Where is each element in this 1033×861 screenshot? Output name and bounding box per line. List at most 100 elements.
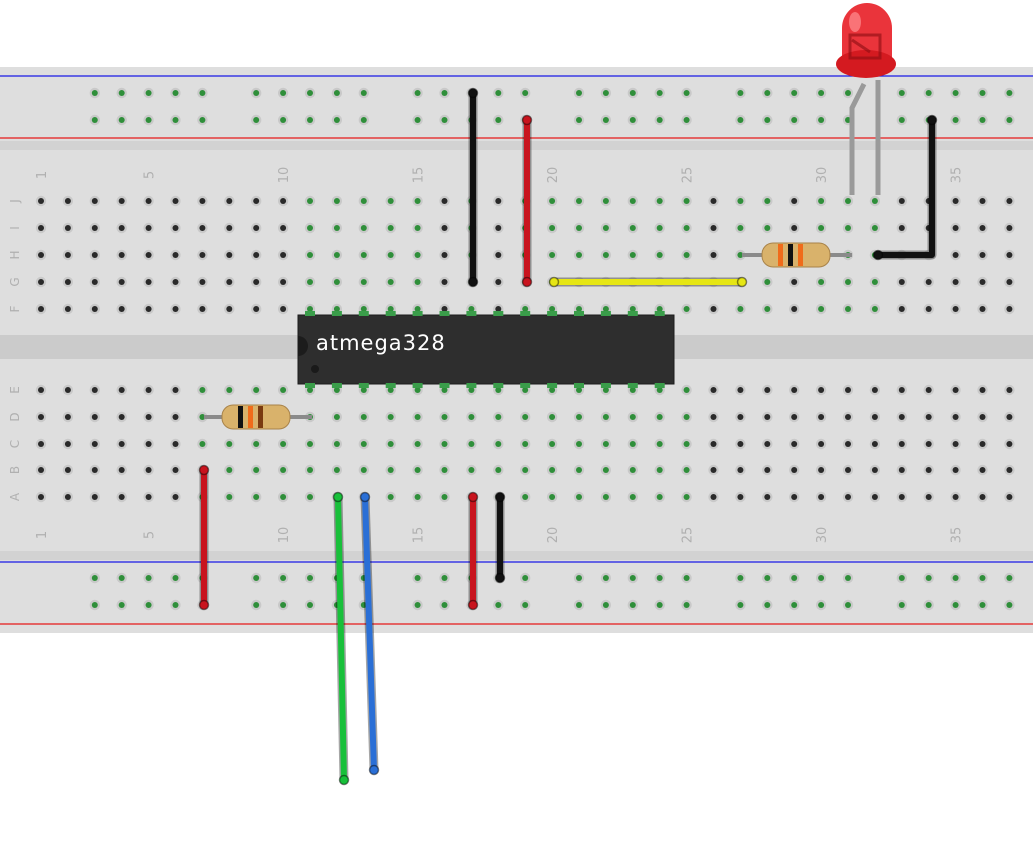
hole xyxy=(495,252,502,258)
hole xyxy=(64,279,71,285)
wire-end xyxy=(494,491,506,503)
hole xyxy=(979,306,986,312)
hole xyxy=(91,252,98,258)
hole xyxy=(495,414,502,420)
hole xyxy=(280,441,287,447)
hole xyxy=(656,306,663,312)
hole xyxy=(925,414,932,420)
hole xyxy=(253,198,260,204)
chip-pin xyxy=(385,383,396,388)
hole xyxy=(576,198,582,204)
resistor-bottom-band xyxy=(248,406,253,428)
hole xyxy=(764,306,771,312)
hole xyxy=(253,306,260,312)
hole xyxy=(145,90,152,96)
hole xyxy=(576,252,582,258)
hole xyxy=(602,387,609,393)
hole xyxy=(898,602,905,608)
hole xyxy=(360,117,367,123)
hole xyxy=(253,602,260,608)
hole xyxy=(764,198,771,204)
resistor-bottom-band xyxy=(258,406,263,428)
hole xyxy=(1006,494,1013,500)
hole xyxy=(576,387,582,393)
row-label: H xyxy=(8,250,22,259)
hole xyxy=(549,441,556,447)
hole xyxy=(64,198,71,204)
hole xyxy=(172,602,179,608)
hole xyxy=(871,198,878,204)
hole xyxy=(979,467,986,473)
hole xyxy=(495,117,502,123)
chip-label: atmega328 xyxy=(316,331,446,355)
hole xyxy=(414,414,421,420)
row-label: G xyxy=(8,277,22,286)
hole xyxy=(307,279,313,285)
hole xyxy=(656,117,663,123)
hole xyxy=(898,225,905,231)
hole xyxy=(360,225,367,231)
hole xyxy=(925,575,932,581)
hole xyxy=(952,387,959,393)
hole xyxy=(845,387,851,393)
hole xyxy=(172,279,179,285)
row-label: B xyxy=(8,466,22,474)
hole xyxy=(791,279,798,285)
hole xyxy=(226,252,233,258)
hole xyxy=(91,90,98,96)
hole xyxy=(118,279,125,285)
hole xyxy=(253,225,260,231)
led-rim xyxy=(836,50,896,78)
hole xyxy=(522,306,529,312)
hole xyxy=(710,387,717,393)
hole xyxy=(683,467,690,473)
hole xyxy=(414,252,421,258)
hole xyxy=(145,387,152,393)
hole xyxy=(845,575,851,581)
hole xyxy=(629,306,636,312)
hole xyxy=(441,198,448,204)
hole xyxy=(656,225,663,231)
column-label-bottom: 30 xyxy=(815,527,830,544)
led-die xyxy=(848,33,882,60)
hole xyxy=(656,252,663,258)
chip-pin xyxy=(574,311,584,316)
hole xyxy=(656,90,663,96)
hole xyxy=(656,575,663,581)
hole xyxy=(952,441,959,447)
hole xyxy=(764,225,771,231)
column-label-top: 35 xyxy=(950,167,965,184)
wire-end xyxy=(467,491,479,503)
hole xyxy=(629,602,636,608)
hole xyxy=(576,117,582,123)
chip-pin xyxy=(305,311,315,316)
hole xyxy=(683,90,690,96)
hole xyxy=(549,387,556,393)
hole xyxy=(172,117,179,123)
chip-pin xyxy=(627,311,638,316)
hole xyxy=(818,387,825,393)
hole xyxy=(280,252,287,258)
hole xyxy=(145,467,152,473)
hole xyxy=(710,441,717,447)
hole xyxy=(629,467,636,473)
hole xyxy=(64,414,71,420)
hole xyxy=(118,117,125,123)
hole xyxy=(791,90,798,96)
hole xyxy=(253,90,260,96)
hole xyxy=(710,225,717,231)
rail-gap-top xyxy=(0,141,1033,150)
column-label-top: 10 xyxy=(277,167,292,184)
wire-end xyxy=(926,114,938,126)
hole xyxy=(979,252,986,258)
hole xyxy=(925,387,932,393)
hole xyxy=(495,602,502,608)
wire-end xyxy=(467,87,479,99)
hole xyxy=(549,414,556,420)
hole xyxy=(441,306,448,312)
hole xyxy=(898,117,905,123)
led-highlight xyxy=(849,12,861,32)
hole xyxy=(280,198,287,204)
hole xyxy=(656,414,663,420)
hole xyxy=(602,602,609,608)
